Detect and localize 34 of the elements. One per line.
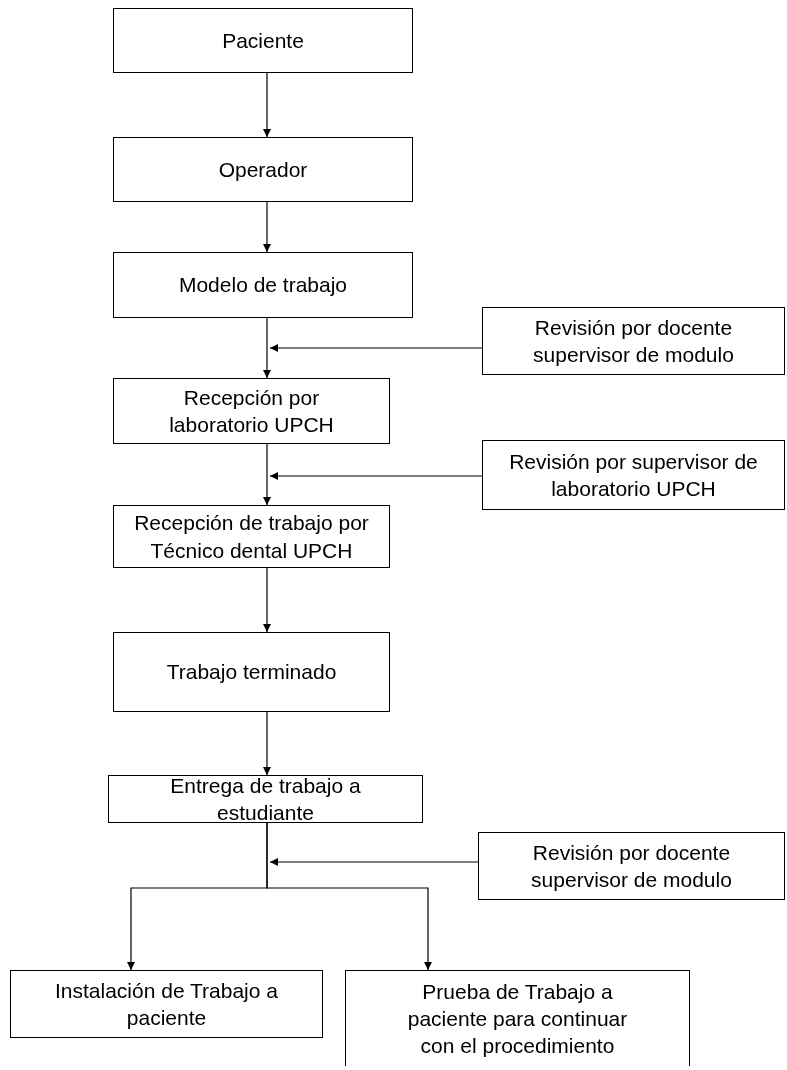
process-box — [482, 307, 785, 375]
process-box — [478, 832, 785, 900]
arrow — [269, 472, 483, 480]
box-label: Recepción de trabajo por Técnico dental UPCH — [133, 510, 370, 564]
process-box — [345, 970, 690, 1066]
box-label: Revisión por supervisor de laboratorio UPCH — [508, 448, 759, 502]
arrow — [269, 858, 479, 866]
process-box — [113, 378, 390, 444]
arrow — [263, 201, 271, 253]
box-label: Trabajo terminado — [166, 659, 337, 686]
process-box — [113, 632, 390, 712]
process-box — [108, 775, 423, 823]
box-label: Recepción por laboratorio UPCH — [168, 384, 335, 438]
arrow — [263, 711, 271, 776]
process-box — [113, 252, 413, 318]
process-box — [113, 505, 390, 568]
process-box — [113, 8, 413, 73]
box-label: Prueba de Trabajo a paciente para continuar con el procedimiento — [406, 978, 629, 1060]
box-label: Entrega de trabajo a estudiante — [169, 772, 362, 826]
arrow — [263, 72, 271, 138]
box-label: Revisión por docente supervisor de modulo — [530, 839, 733, 893]
arrow — [269, 344, 483, 352]
arrow — [263, 567, 271, 633]
arrow — [263, 443, 271, 506]
box-label: Modelo de trabajo — [178, 272, 348, 299]
process-box — [482, 440, 785, 510]
box-label: Instalación de Trabajo a paciente — [54, 977, 279, 1031]
box-label: Operador — [218, 156, 308, 183]
process-box — [113, 137, 413, 202]
arrow — [266, 822, 432, 971]
arrow — [263, 317, 271, 379]
box-label: Paciente — [222, 27, 304, 54]
box-label: Revisión por docente supervisor de modulo — [532, 314, 735, 368]
process-box — [10, 970, 323, 1038]
